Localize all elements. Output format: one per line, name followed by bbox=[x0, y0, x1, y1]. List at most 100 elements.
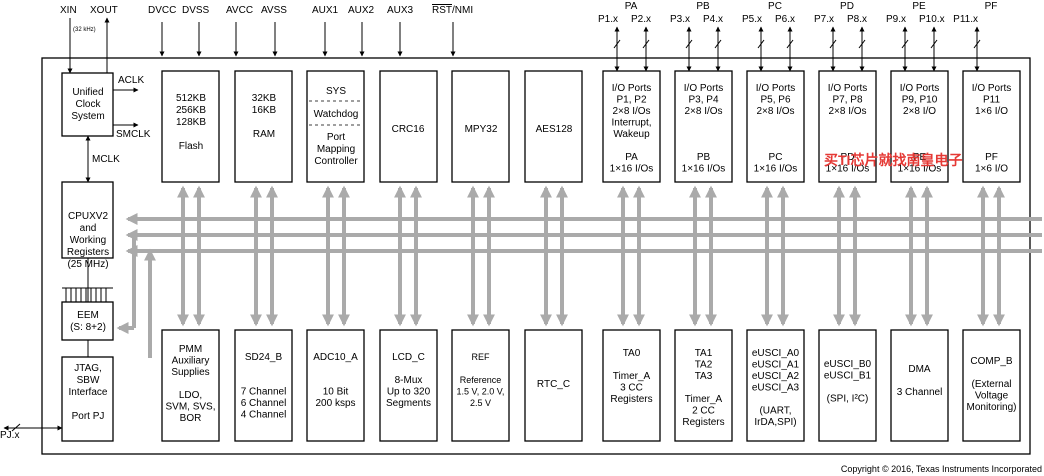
block-text-line: PD bbox=[841, 152, 855, 163]
bus-slash bbox=[613, 39, 621, 49]
block-text-line: AES128 bbox=[536, 124, 573, 135]
block-text-line: 2×8 I/Os bbox=[756, 106, 794, 117]
cpu-block bbox=[61, 181, 114, 259]
block-text-line: Timer_A bbox=[685, 394, 723, 405]
smclk-label: SMCLK bbox=[116, 129, 151, 140]
io-port-block-1 bbox=[602, 70, 661, 183]
peripheral-block-8 bbox=[674, 329, 733, 442]
peripheral-text: RTC_C bbox=[537, 379, 570, 390]
io-port-block-5 bbox=[890, 70, 949, 183]
block-text-line: Interface bbox=[69, 387, 108, 398]
block-text-line: 256KB bbox=[176, 105, 206, 116]
bus-slash bbox=[858, 39, 866, 49]
bus-slash bbox=[829, 39, 837, 49]
block-text-line: LCD_C bbox=[392, 352, 425, 363]
block-text-line: LDO, bbox=[179, 390, 202, 401]
aux2-label: AUX2 bbox=[348, 5, 375, 16]
bus-slash bbox=[714, 39, 722, 49]
block-text-line: 10 Bit bbox=[323, 387, 349, 398]
block-text-line: P3, P4 bbox=[688, 95, 718, 106]
block-text-line: IrDA,SPI) bbox=[754, 417, 796, 428]
bus-slash bbox=[757, 39, 765, 49]
jtag-block bbox=[61, 356, 114, 442]
peripheral-block-6 bbox=[524, 329, 583, 442]
block-text-line: PE bbox=[913, 152, 927, 163]
eem-block bbox=[61, 301, 114, 341]
block-text-line: 8-Mux bbox=[395, 375, 423, 386]
aes128-block bbox=[524, 70, 583, 183]
clock-wires bbox=[3, 17, 139, 432]
mpy32-block bbox=[451, 70, 510, 183]
block-text-line: I/O Ports bbox=[756, 83, 795, 94]
block-text-line: 1×16 I/Os bbox=[610, 164, 654, 175]
block-text-line: SD24_B bbox=[245, 352, 283, 363]
block-text-line: Port PJ bbox=[72, 411, 105, 422]
sys-block bbox=[306, 70, 365, 183]
block-text-line: I/O Ports bbox=[972, 83, 1011, 94]
port-pin-label: P11.x bbox=[953, 14, 978, 25]
block-text-line: eUSCI_A1 bbox=[752, 360, 800, 371]
peripheral-block-9 bbox=[746, 329, 805, 442]
clock-system-block bbox=[61, 72, 114, 137]
port-pin-label: P7.x bbox=[814, 14, 834, 25]
port-pin-label: P2.x bbox=[631, 14, 651, 25]
peripheral-block-7 bbox=[602, 329, 661, 442]
dvcc-label: DVCC bbox=[148, 5, 176, 16]
block-text-line: Interrupt, bbox=[611, 118, 651, 129]
block-text-line: TA0 bbox=[623, 348, 641, 359]
crc16-text: CRC16 bbox=[392, 124, 425, 135]
peripheral-block-3 bbox=[306, 329, 365, 442]
block-text-line: MPY32 bbox=[465, 124, 498, 135]
khz-label: (32 kHz) bbox=[73, 27, 96, 33]
block-text-line: PF bbox=[985, 152, 998, 163]
block-text-line: RTC_C bbox=[537, 379, 570, 390]
xin-label: XIN bbox=[60, 5, 77, 16]
port-group-label: PC bbox=[768, 1, 782, 12]
block-text-line: I/O Ports bbox=[612, 83, 651, 94]
aes128-text: AES128 bbox=[536, 124, 573, 135]
block-text-line: DMA bbox=[908, 364, 931, 375]
port-pin-label: P10.x bbox=[919, 14, 945, 25]
block-text-line: Registers bbox=[610, 394, 652, 405]
block-text-line: 1.5 V, 2.0 V, bbox=[457, 387, 505, 397]
block-text-line: TA2 bbox=[695, 360, 713, 371]
pjx-label: PJ.x bbox=[0, 430, 19, 441]
block-text-line: 1×16 I/Os bbox=[898, 164, 942, 175]
block-text-line: P7, P8 bbox=[832, 95, 862, 106]
block-text-line: TA1 bbox=[695, 348, 713, 359]
block-text-line: (SPI, I²C) bbox=[827, 394, 869, 405]
block-text-line: Flash bbox=[179, 141, 203, 152]
peripheral-block-5 bbox=[451, 329, 510, 442]
block-text-line: Up to 320 bbox=[387, 387, 431, 398]
block-text-line: PB bbox=[697, 152, 711, 163]
port-pin-label: P8.x bbox=[847, 14, 867, 25]
aux3-label: AUX3 bbox=[387, 5, 414, 16]
block-text-line: (S: 8+2) bbox=[70, 322, 106, 333]
dvss-label: DVSS bbox=[182, 5, 210, 16]
io-port-block-4 bbox=[818, 70, 877, 183]
aclk-label: ACLK bbox=[118, 75, 144, 86]
block-text-line: I/O Ports bbox=[828, 83, 867, 94]
copyright-text: Copyright © 2016, Texas Instruments Inco… bbox=[840, 464, 1042, 474]
bus-slash bbox=[930, 39, 938, 49]
block-text-line: I/O Ports bbox=[900, 83, 939, 94]
io-port-block-3 bbox=[746, 70, 805, 183]
block-text-line: and bbox=[80, 223, 97, 234]
watchdog-label: Watchdog bbox=[314, 109, 359, 120]
block-text-line: ADC10_A bbox=[313, 352, 358, 363]
block-text-line: 200 ksps bbox=[315, 398, 355, 409]
